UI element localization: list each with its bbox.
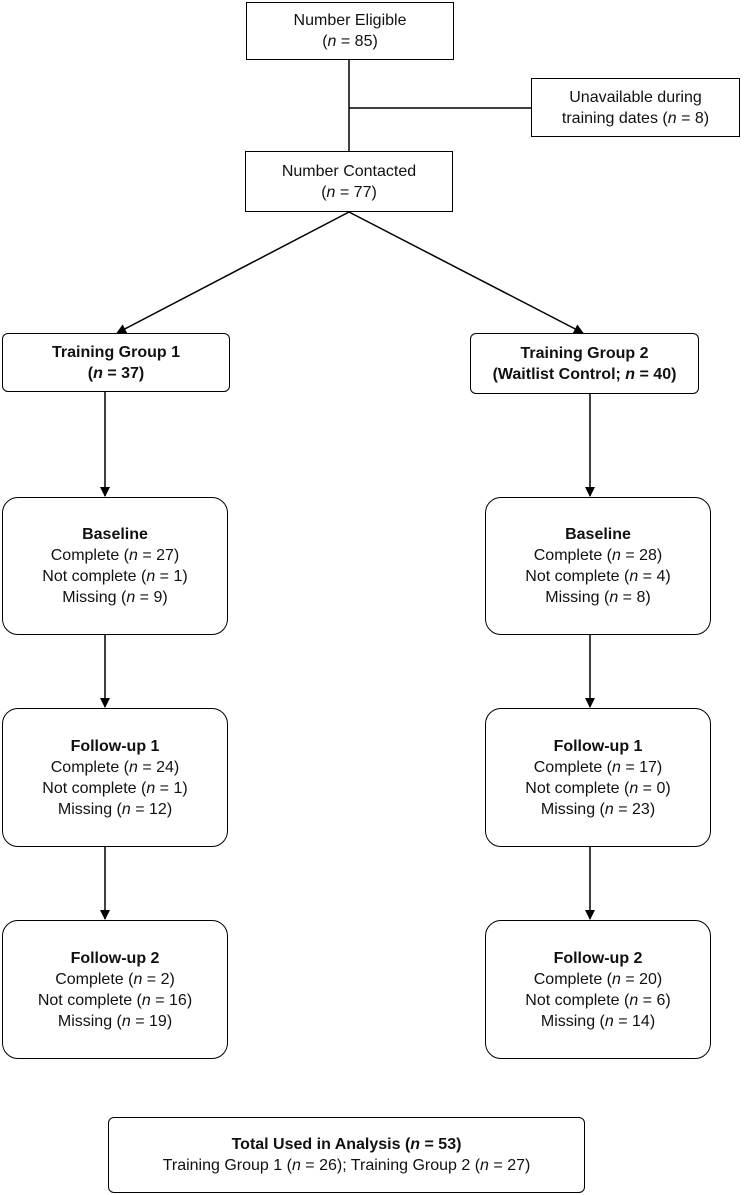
group2-followup1-complete: Complete (n = 17): [533, 758, 663, 776]
group1-baseline-missing: Missing (n = 9): [62, 589, 168, 606]
group1-followup1-not-complete: Not complete (n = 1): [42, 779, 188, 797]
group2-baseline-title: Baseline: [565, 526, 631, 543]
group2-baseline-missing: Missing (n = 8): [545, 589, 651, 606]
group2-box: Training Group 2 (Waitlist Control; n = …: [470, 333, 699, 394]
group1-title: Training Group 1: [51, 343, 180, 361]
unavailable-line1: Unavailable during: [569, 88, 702, 106]
group2-followup1-title: Follow-up 1: [553, 737, 643, 755]
group1-baseline-box: Baseline Complete (n = 27) Not complete …: [2, 497, 228, 635]
arrow-contacted-to-group2: [348, 211, 584, 334]
total-detail: Training Group 1 (n = 26); Training Grou…: [162, 1157, 531, 1174]
group1-followup1-complete: Complete (n = 24): [50, 758, 180, 776]
group2-followup1-missing: Missing (n = 23): [540, 800, 656, 818]
eligible-box: Number Eligible (n = 85): [246, 2, 454, 60]
group2-baseline-box: Baseline Complete (n = 28) Not complete …: [485, 497, 711, 635]
group1-baseline-title: Baseline: [82, 526, 148, 543]
contacted-box: Number Contacted (n = 77): [245, 151, 453, 212]
group1-followup2-box: Follow-up 2 Complete (n = 2) Not complet…: [2, 920, 228, 1059]
group1-box: Training Group 1 (n = 37): [2, 333, 230, 392]
group1-baseline-complete: Complete (n = 27): [50, 547, 180, 564]
total-title: Total Used in Analysis (n = 53): [231, 1136, 462, 1153]
group2-followup2-box: Follow-up 2 Complete (n = 20) Not comple…: [485, 920, 711, 1059]
group2-count: (Waitlist Control; n = 40): [492, 365, 677, 383]
group1-followup2-complete: Complete (n = 2): [55, 970, 175, 988]
unavailable-box: Unavailable during training dates (n = 8…: [531, 78, 740, 137]
arrow-contacted-to-group1: [116, 211, 350, 334]
group1-baseline-not-complete: Not complete (n = 1): [42, 568, 188, 585]
group2-followup2-not-complete: Not complete (n = 6): [525, 991, 671, 1009]
group2-followup2-missing: Missing (n = 14): [540, 1012, 656, 1030]
contacted-count: (n = 77): [321, 183, 377, 201]
eligible-count: (n = 85): [322, 33, 378, 50]
group1-followup1-box: Follow-up 1 Complete (n = 24) Not comple…: [2, 708, 228, 847]
group1-followup2-not-complete: Not complete (n = 16): [37, 991, 193, 1009]
group2-title: Training Group 2: [520, 344, 649, 362]
group2-followup2-complete: Complete (n = 20): [533, 970, 663, 988]
group1-count: (n = 37): [87, 364, 145, 382]
group1-followup1-title: Follow-up 1: [70, 737, 160, 755]
unavailable-line2: training dates (n = 8): [561, 109, 710, 127]
group2-followup1-box: Follow-up 1 Complete (n = 17) Not comple…: [485, 708, 711, 847]
group1-followup2-title: Follow-up 2: [70, 949, 160, 967]
group2-followup1-not-complete: Not complete (n = 0): [525, 779, 671, 797]
group2-baseline-complete: Complete (n = 28): [533, 547, 663, 564]
group1-followup2-missing: Missing (n = 19): [57, 1012, 173, 1030]
group1-followup1-missing: Missing (n = 12): [57, 800, 173, 818]
contacted-title: Number Contacted: [281, 162, 417, 180]
group2-baseline-not-complete: Not complete (n = 4): [525, 568, 671, 585]
group2-followup2-title: Follow-up 2: [553, 949, 643, 967]
total-box: Total Used in Analysis (n = 53) Training…: [108, 1117, 585, 1193]
eligible-title: Number Eligible: [293, 12, 407, 29]
